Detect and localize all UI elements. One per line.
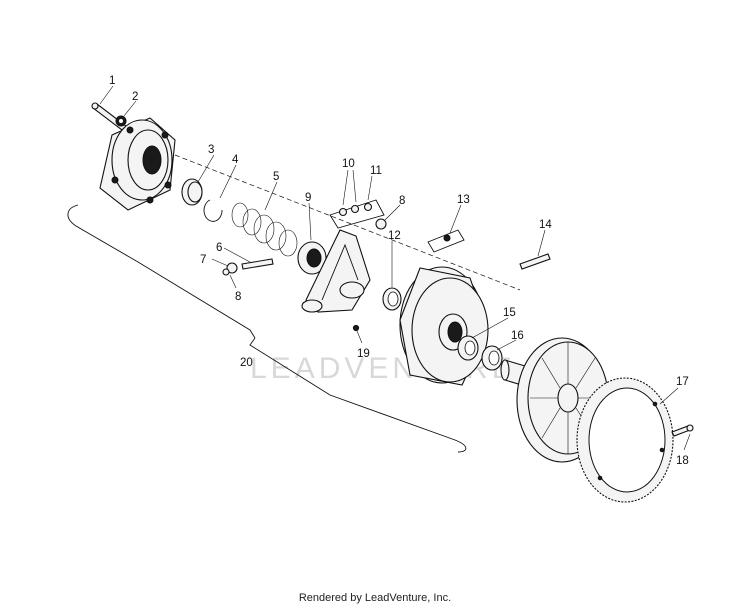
spider-arm [301,229,371,313]
callout-15: 15 [503,307,516,319]
callout-17: 17 [676,376,689,388]
bearing-part-15 [457,335,479,361]
snap-ring-part-4 [203,199,223,222]
spring-part-5 [231,202,298,257]
hardware-parts-10-11 [329,199,385,229]
callout-10: 10 [342,158,355,170]
nut-part-8-left [222,268,230,276]
callout-8-left: 8 [235,291,241,303]
callout-2: 2 [132,91,138,103]
bushing-part-3 [181,178,203,206]
washer-part-2 [115,115,127,127]
callout-12: 12 [388,230,401,242]
roller-part-9 [297,241,327,275]
o-ring-part-12 [382,287,402,311]
callout-7: 7 [200,254,206,266]
assembly-bracket [67,204,467,453]
callout-4: 4 [232,154,239,166]
nut-part-8-right [375,218,387,230]
screw-part-18 [671,424,694,437]
pin-part-6 [241,258,274,270]
seal-part-16 [481,345,503,371]
clip-part-13 [427,229,465,253]
callout-6: 6 [216,242,222,254]
cover-plate [99,117,176,211]
callout-8-right: 8 [399,195,405,207]
callout-13: 13 [457,194,470,206]
pin-part-14 [519,253,551,270]
ring-gear-part-17 [576,377,674,503]
callout-11: 11 [370,165,382,177]
callout-3: 3 [208,144,214,156]
movable-sheave [399,266,489,386]
callout-18: 18 [676,455,689,467]
footer-credit: Rendered by LeadVenture, Inc. [298,592,452,604]
callout-5: 5 [273,171,279,183]
nut-part-7 [226,262,238,274]
callout-20: 20 [240,357,253,369]
callout-19: 19 [357,348,370,360]
callout-1: 1 [109,75,115,87]
screw-part-19 [352,324,360,332]
callout-14: 14 [539,219,552,231]
callout-9: 9 [305,192,311,204]
callout-16: 16 [511,330,524,342]
